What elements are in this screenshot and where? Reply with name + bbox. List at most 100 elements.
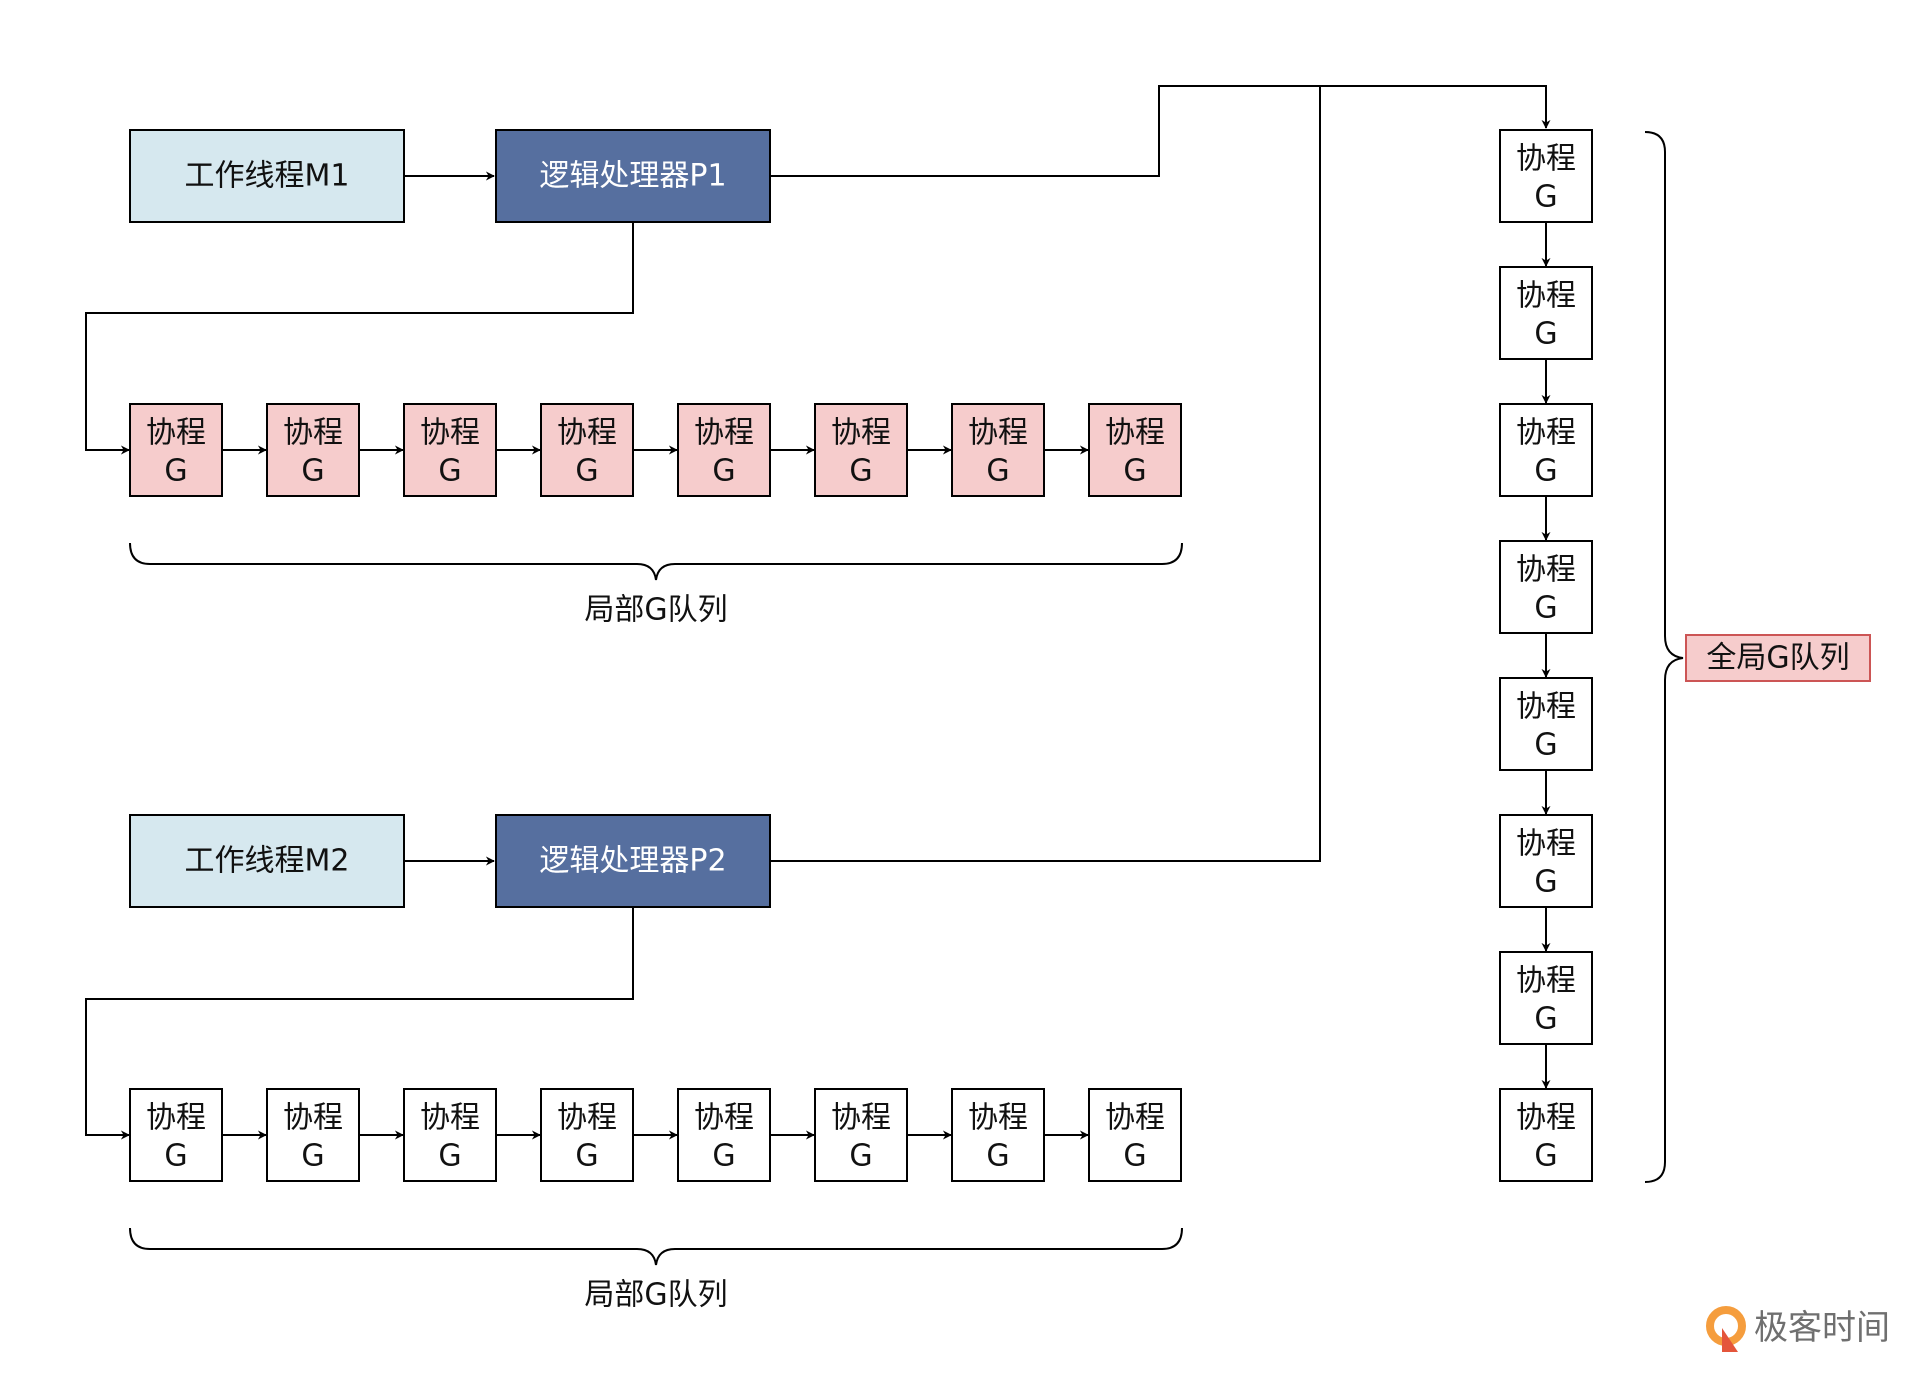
local-queue-2-goroutine-1: 协程G xyxy=(129,1088,223,1182)
edge-p2-to-global-queue xyxy=(770,86,1321,862)
goroutine-label-line2: G xyxy=(164,1139,187,1174)
global-queue-label: 全局G队列 xyxy=(1706,641,1849,676)
local-queue-1-goroutine-2: 协程G xyxy=(266,403,360,497)
goroutine-label-line2: G xyxy=(712,1139,735,1174)
local-queue-2-goroutine-8-box xyxy=(1088,1088,1182,1182)
goroutine-label-line2: G xyxy=(1534,591,1557,626)
global-queue-goroutine-4: 协程G xyxy=(1499,540,1593,634)
goroutine-label-line2: G xyxy=(438,454,461,489)
global-queue-goroutine-8-box xyxy=(1499,1088,1593,1182)
goroutine-label-line1: 协程 xyxy=(831,416,891,451)
goroutine-label-line1: 协程 xyxy=(1516,1101,1576,1136)
local-queue-2-goroutine-6-box xyxy=(814,1088,908,1182)
global-queue-goroutine-8: 协程G xyxy=(1499,1088,1593,1182)
geektime-logo-text: 极客时间 xyxy=(1754,1308,1890,1348)
local-queue-2-goroutine-4: 协程G xyxy=(540,1088,634,1182)
local-queue-1-goroutine-6: 协程G xyxy=(814,403,908,497)
global-queue-goroutine-1: 协程G xyxy=(1499,129,1593,223)
goroutine-label-line1: 协程 xyxy=(146,1101,206,1136)
goroutine-label-line1: 协程 xyxy=(968,416,1028,451)
global-queue-goroutine-6-box xyxy=(1499,814,1593,908)
local-queue-2-goroutine-8: 协程G xyxy=(1088,1088,1182,1182)
goroutine-label-line1: 协程 xyxy=(557,1101,617,1136)
goroutine-label-line1: 协程 xyxy=(1516,690,1576,725)
goroutine-label-line2: G xyxy=(849,454,872,489)
local-queue-2-goroutine-7-box xyxy=(951,1088,1045,1182)
local-queue-1-goroutine-8-box xyxy=(1088,403,1182,497)
goroutine-label-line1: 协程 xyxy=(694,1101,754,1136)
local-queue-1-goroutine-2-box xyxy=(266,403,360,497)
local-queue-1-goroutine-7-box xyxy=(951,403,1045,497)
worker-m2-label: 工作线程M2 xyxy=(185,844,350,879)
goroutine-label-line1: 协程 xyxy=(1516,142,1576,177)
local-queue-2-label: 局部G队列 xyxy=(584,1278,727,1313)
goroutine-label-line1: 协程 xyxy=(1516,827,1576,862)
local-queue-1-goroutine-6-box xyxy=(814,403,908,497)
local-queue-1-goroutine-4: 协程G xyxy=(540,403,634,497)
geektime-logo-tail xyxy=(1722,1328,1738,1352)
local-queue-2-goroutine-1-box xyxy=(129,1088,223,1182)
global-queue-goroutine-1-box xyxy=(1499,129,1593,223)
local-queue-2-goroutine-2: 协程G xyxy=(266,1088,360,1182)
goroutine-label-line2: G xyxy=(1534,728,1557,763)
goroutine-label-line2: G xyxy=(301,1139,324,1174)
local-queue-1-goroutine-7: 协程G xyxy=(951,403,1045,497)
goroutine-label-line1: 协程 xyxy=(283,416,343,451)
global-queue-goroutine-5-box xyxy=(1499,677,1593,771)
global-queue-goroutine-6: 协程G xyxy=(1499,814,1593,908)
goroutine-label-line2: G xyxy=(1534,454,1557,489)
local-queue-1-label: 局部G队列 xyxy=(584,593,727,628)
goroutine-label-line1: 协程 xyxy=(1105,1101,1165,1136)
goroutine-label-line2: G xyxy=(1534,1002,1557,1037)
edge-p2-to-local-queue-2 xyxy=(85,907,634,1140)
local-queue-1-goroutine-1-box xyxy=(129,403,223,497)
goroutine-label-line1: 协程 xyxy=(1516,553,1576,588)
goroutine-label-line2: G xyxy=(712,454,735,489)
local-queue-2-brace xyxy=(129,1227,1183,1266)
goroutine-label-line2: G xyxy=(301,454,324,489)
goroutine-label-line2: G xyxy=(575,454,598,489)
processor-p1-box xyxy=(495,129,771,223)
goroutine-label-line2: G xyxy=(1123,454,1146,489)
goroutine-label-line1: 协程 xyxy=(557,416,617,451)
goroutine-label-line2: G xyxy=(1123,1139,1146,1174)
global-queue-goroutine-4-box xyxy=(1499,540,1593,634)
goroutine-label-line2: G xyxy=(438,1139,461,1174)
local-queue-1-goroutine-1: 协程G xyxy=(129,403,223,497)
goroutine-label-line1: 协程 xyxy=(1516,416,1576,451)
goroutine-label-line1: 协程 xyxy=(420,1101,480,1136)
local-queue-2-goroutine-7: 协程G xyxy=(951,1088,1045,1182)
goroutine-label-line1: 协程 xyxy=(420,416,480,451)
global-queue-label-box xyxy=(1685,634,1871,682)
goroutine-label-line2: G xyxy=(164,454,187,489)
worker-m2-box xyxy=(129,814,405,908)
goroutine-label-line1: 协程 xyxy=(968,1101,1028,1136)
global-queue-goroutine-3-box xyxy=(1499,403,1593,497)
goroutine-label-line1: 协程 xyxy=(146,416,206,451)
goroutine-label-line1: 协程 xyxy=(831,1101,891,1136)
geektime-logo: 极客时间 xyxy=(1706,1306,1890,1352)
edge-p1-to-local-queue-1 xyxy=(85,222,634,455)
local-queue-1-goroutine-8: 协程G xyxy=(1088,403,1182,497)
local-queue-2-goroutine-3: 协程G xyxy=(403,1088,497,1182)
goroutine-label-line2: G xyxy=(1534,865,1557,900)
local-queue-2-goroutine-3-box xyxy=(403,1088,497,1182)
goroutine-label-line1: 协程 xyxy=(1516,279,1576,314)
goroutine-label-line2: G xyxy=(986,1139,1009,1174)
local-queue-1-goroutine-4-box xyxy=(540,403,634,497)
local-queue-1-brace xyxy=(129,542,1183,581)
local-queue-2-goroutine-2-box xyxy=(266,1088,360,1182)
global-queue-goroutine-7: 协程G xyxy=(1499,951,1593,1045)
goroutine-label-line2: G xyxy=(1534,180,1557,215)
goroutine-label-line1: 协程 xyxy=(1516,964,1576,999)
goroutine-label-line1: 协程 xyxy=(1105,416,1165,451)
global-queue-brace xyxy=(1644,131,1684,1183)
local-queue-2-goroutine-6: 协程G xyxy=(814,1088,908,1182)
goroutine-label-line2: G xyxy=(1534,1139,1557,1174)
goroutine-label-line2: G xyxy=(986,454,1009,489)
worker-m1-box xyxy=(129,129,405,223)
